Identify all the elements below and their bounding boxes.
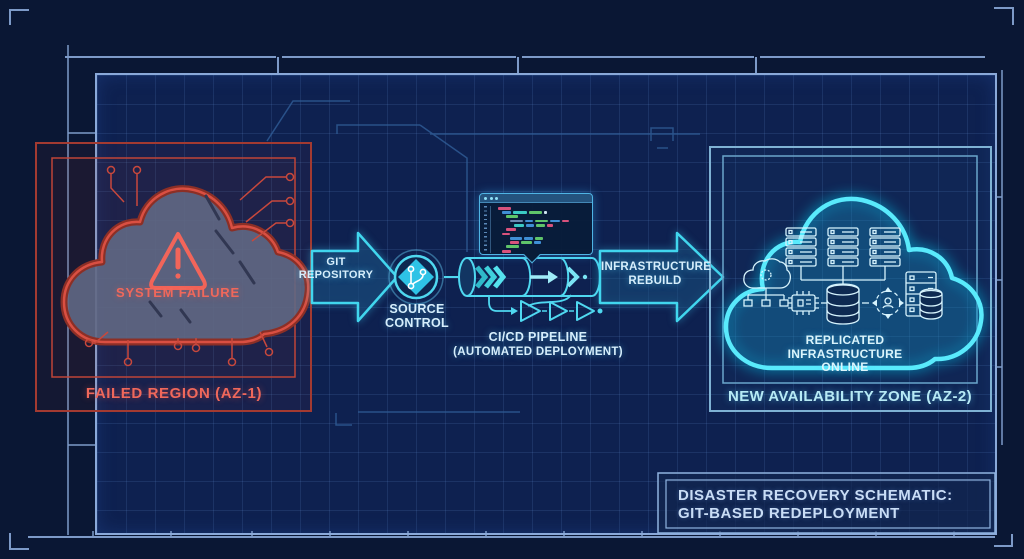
failover-sync-icon (872, 287, 904, 319)
window-dot-icon (489, 196, 493, 200)
source-control-label: SOURCE CONTROL (371, 302, 463, 330)
label-line: NEW AVAILABILITY ZONE (AZ-2) (728, 388, 972, 405)
label-line: CI/CD PIPELINE (488, 330, 588, 344)
window-dot-icon (495, 196, 498, 200)
chip-icon (788, 291, 819, 315)
replicated-cloud (723, 196, 984, 371)
label-line: INFRASTRUCTURE (601, 261, 712, 273)
replicated-infrastructure-label: REPLICATED INFRASTRUCTURE ONLINE (775, 333, 915, 375)
label-line: REBUILD (628, 274, 682, 287)
background-traces (266, 100, 700, 426)
schematic-title: DISASTER RECOVERY SCHEMATIC: GIT-BASED R… (678, 487, 988, 523)
infrastructure-rebuild-label: INFRASTRUCTURE REBUILD (601, 261, 712, 288)
server-rack-icon (785, 227, 817, 267)
corner-bracket-top-right (994, 7, 1014, 25)
corner-bracket-bottom-right (994, 534, 1013, 547)
title-line-1: DISASTER RECOVERY SCHEMATIC: (678, 487, 953, 504)
label-line: CONTROL (385, 316, 449, 330)
label-line: REPLICATED (805, 333, 885, 347)
infrastructure-icons (743, 227, 943, 325)
label-line: ONLINE (821, 360, 869, 374)
git-repository-arrow (310, 231, 399, 323)
corner-bracket-bottom-left (9, 533, 29, 550)
cicd-pipeline (458, 257, 603, 322)
label-line: SOURCE (389, 302, 445, 316)
crack-lines (148, 194, 256, 324)
server-rack-icon (869, 227, 901, 267)
server-rack-icon (827, 227, 859, 267)
label-line: GIT (326, 256, 346, 268)
failed-region-label: FAILED REGION (AZ-1) (40, 385, 308, 402)
window-dot-icon (484, 196, 487, 200)
git-repository-label: GIT REPOSITORY (296, 256, 376, 282)
database-icon (826, 283, 860, 325)
code-window-titlebar (480, 194, 592, 203)
code-lines (491, 206, 589, 253)
label-line: REPOSITORY (298, 269, 374, 281)
label-line: SYSTEM FAILURE (116, 285, 240, 300)
new-availability-zone-label: NEW AVAILABILITY ZONE (AZ-2) (712, 388, 988, 405)
source-control-node (388, 249, 459, 305)
infrastructure-rebuild-arrow (598, 231, 725, 323)
title-line-2: GIT-BASED REDEPLOYMENT (678, 505, 900, 522)
corner-bracket-top-left (9, 9, 29, 25)
database-icon (919, 288, 943, 320)
line-number-gutter (483, 206, 491, 254)
code-editor-window (479, 193, 593, 255)
label-line: (AUTOMATED DEPLOYMENT) (453, 345, 623, 358)
pipeline-chevrons (475, 265, 507, 289)
label-line: FAILED REGION (AZ-1) (85, 385, 263, 402)
warning-triangle-icon (149, 232, 207, 290)
pipeline-arrow (530, 270, 558, 284)
frame-accents (9, 7, 1014, 550)
replicated-cloud-shape (723, 196, 984, 371)
cicd-pipeline-label: CI/CD PIPELINE (AUTOMATED DEPLOYMENT) (448, 330, 628, 359)
label-line: INFRASTRUCTURE (787, 346, 903, 361)
failure-circuit-traces (84, 165, 295, 367)
system-failure-label: SYSTEM FAILURE (103, 285, 253, 300)
git-branch-icon (398, 259, 434, 295)
failed-cloud (60, 185, 312, 346)
deploy-step-triangles (520, 300, 595, 322)
title-block (657, 472, 996, 534)
